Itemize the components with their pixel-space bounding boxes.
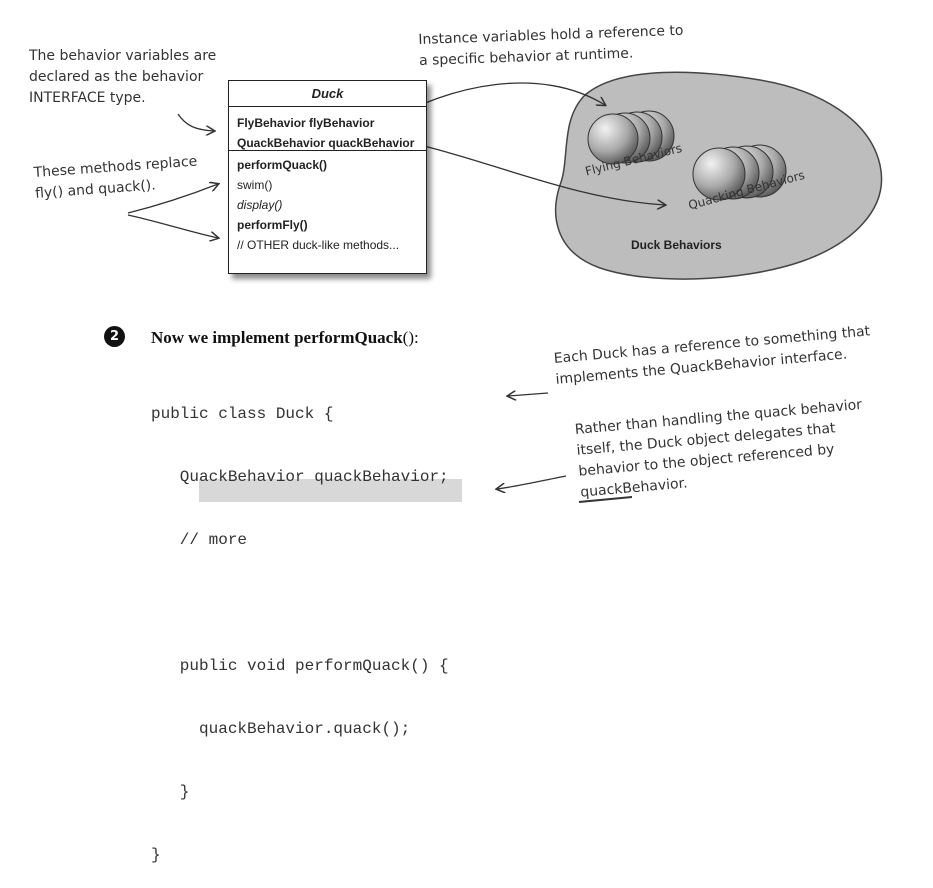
note-line: INTERFACE type. xyxy=(29,90,146,106)
field-quack-behavior: QuackBehavior quackBehavior xyxy=(237,136,415,150)
arrow-to-quacking-behaviors xyxy=(423,145,665,205)
heading-method: performQuack xyxy=(294,328,403,347)
method-display: display() xyxy=(237,198,283,212)
code-line: QuackBehavior quackBehavior; xyxy=(151,468,449,486)
class-fields: FlyBehavior flyBehavior QuackBehavior qu… xyxy=(229,107,426,151)
method-other: // OTHER duck-like methods... xyxy=(237,238,400,252)
quacking-behavior-spheres xyxy=(692,144,787,201)
class-methods: performQuack() swim() display() performF… xyxy=(229,151,426,255)
step-heading: Now we implement performQuack(): xyxy=(151,328,419,348)
underlined-word: behavior xyxy=(577,458,641,480)
arrow-to-quack-field xyxy=(508,393,549,396)
code-line: quackBehavior.quack(); xyxy=(151,720,411,738)
behavior-vars-note: The behavior variables are declared as t… xyxy=(29,46,216,109)
arrow-to-perform-fly xyxy=(127,214,218,238)
class-name: Duck xyxy=(229,81,426,107)
heading-suffix: (): xyxy=(402,328,419,347)
step-number-badge: 2 xyxy=(104,326,125,347)
code-block: public class Duck { QuackBehavior quackB… xyxy=(151,364,449,888)
note-line: declared as the behavior xyxy=(29,69,204,85)
duck-class-box: Duck FlyBehavior flyBehavior QuackBehavi… xyxy=(228,80,427,274)
field-fly-behavior: FlyBehavior flyBehavior xyxy=(237,116,375,130)
arrow-to-quack-call xyxy=(497,475,567,489)
diagram-canvas xyxy=(127,71,883,503)
code-line: public class Duck { xyxy=(151,405,334,423)
method-perform-fly: performFly() xyxy=(237,218,308,232)
code-line xyxy=(151,593,449,616)
method-perform-quack: performQuack() xyxy=(237,158,328,172)
heading-prefix: Now we implement xyxy=(151,328,295,347)
note-line: The behavior variables are xyxy=(29,48,217,64)
arrow-to-uml-fields xyxy=(177,113,214,131)
code-line: } xyxy=(151,846,161,864)
code-line: public void performQuack() { xyxy=(151,657,449,675)
behavior-underline xyxy=(578,496,633,503)
arrow-to-perform-quack xyxy=(127,184,218,214)
method-swim: swim() xyxy=(237,178,273,192)
code-highlight xyxy=(199,479,462,502)
code-line: // more xyxy=(151,531,248,549)
code-line: } xyxy=(151,783,190,801)
flying-behavior-spheres xyxy=(587,110,675,165)
duck-behaviors-title: Duck Behaviors xyxy=(631,238,722,252)
